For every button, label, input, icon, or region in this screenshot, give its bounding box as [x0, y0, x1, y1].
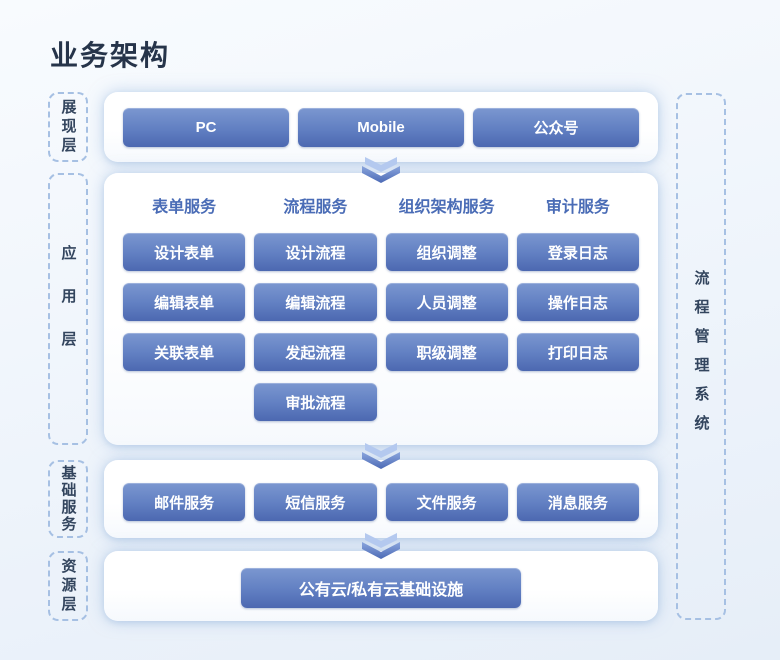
node-link-form: 关联表单 [123, 333, 246, 371]
layer-label-text: 应用层 [59, 244, 77, 374]
node-staff-adjust: 人员调整 [385, 283, 508, 321]
column-process-service: 流程服务 设计流程 编辑流程 发起流程 审批流程 [254, 198, 377, 445]
node-approve-process: 审批流程 [254, 383, 377, 421]
node-login-log: 登录日志 [516, 233, 639, 271]
node-message-service: 消息服务 [516, 483, 639, 521]
node-cloud-infrastructure: 公有云/私有云基础设施 [241, 568, 521, 608]
layer-label-text: 基础服务 [59, 465, 77, 533]
column-header: 流程服务 [283, 199, 348, 216]
arrow-down-icon [362, 157, 400, 183]
presentation-layer-card: PC Mobile 公众号 [104, 92, 658, 162]
node-rank-adjust: 职级调整 [385, 333, 508, 371]
resource-layer-card: 公有云/私有云基础设施 [104, 551, 658, 621]
node-sms-service: 短信服务 [254, 483, 377, 521]
column-form-service: 表单服务 设计表单 编辑表单 关联表单 [123, 198, 246, 445]
node-file-service: 文件服务 [385, 483, 508, 521]
node-mail-service: 邮件服务 [123, 483, 246, 521]
column-header: 审计服务 [545, 199, 610, 216]
layer-label-text: 资源层 [59, 557, 77, 615]
layer-label-base-services: 基础服务 [48, 460, 88, 538]
process-management-system-panel: 流程管理系统 [676, 93, 726, 620]
layer-label-resource: 资源层 [48, 551, 88, 621]
node-pc: PC [123, 108, 289, 147]
node-edit-process: 编辑流程 [254, 283, 377, 321]
layer-label-application: 应用层 [48, 173, 88, 445]
node-official-account: 公众号 [473, 108, 639, 147]
layer-label-presentation: 展现层 [48, 92, 88, 162]
node-design-process: 设计流程 [254, 233, 377, 271]
node-print-log: 打印日志 [516, 333, 639, 371]
node-start-process: 发起流程 [254, 333, 377, 371]
column-audit-service: 审计服务 登录日志 操作日志 打印日志 [516, 198, 639, 445]
node-design-form: 设计表单 [123, 233, 246, 271]
page-title: 业务架构 [50, 40, 171, 71]
arrow-down-icon [362, 443, 400, 469]
node-org-adjust: 组织调整 [385, 233, 508, 271]
node-operation-log: 操作日志 [516, 283, 639, 321]
application-layer-card: 表单服务 设计表单 编辑表单 关联表单 流程服务 设计流程 编辑流程 发起流程 … [104, 173, 658, 445]
column-org-structure-service: 组织架构服务 组织调整 人员调整 职级调整 [385, 198, 508, 445]
node-mobile: Mobile [298, 108, 464, 147]
node-edit-form: 编辑表单 [123, 283, 246, 321]
column-header: 组织架构服务 [398, 199, 495, 216]
layer-label-text: 展现层 [59, 98, 77, 156]
arrow-down-icon [362, 533, 400, 559]
right-panel-label: 流程管理系统 [692, 269, 710, 444]
base-services-card: 邮件服务 短信服务 文件服务 消息服务 [104, 460, 658, 538]
column-header: 表单服务 [152, 199, 217, 216]
